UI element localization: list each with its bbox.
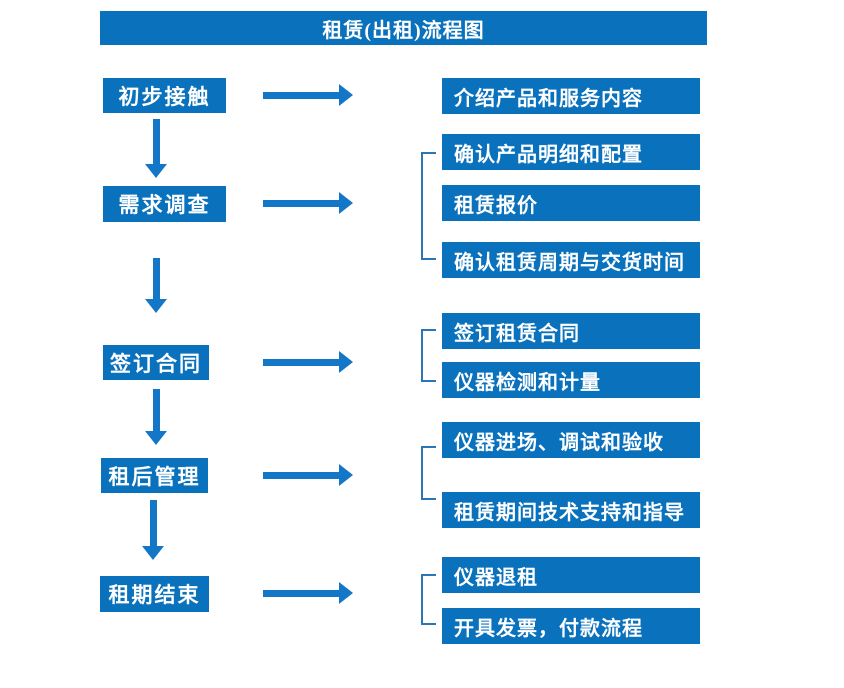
down-arrow bbox=[145, 389, 167, 445]
output-label: 仪器检测和计量 bbox=[454, 371, 601, 394]
step-label: 租后管理 bbox=[108, 464, 201, 489]
output-box: 确认产品明细和配置 bbox=[442, 134, 700, 170]
right-arrow bbox=[263, 464, 353, 486]
output-box: 租赁报价 bbox=[442, 185, 700, 221]
arrow-shaft bbox=[263, 589, 339, 597]
output-label: 仪器退租 bbox=[454, 566, 538, 589]
arrow-head bbox=[145, 299, 167, 313]
arrow-shaft bbox=[149, 500, 157, 546]
output-box: 开具发票，付款流程 bbox=[442, 608, 700, 644]
output-label: 租赁报价 bbox=[454, 194, 538, 217]
title-bar: 租赁(出租)流程图 bbox=[100, 11, 707, 45]
group-bracket bbox=[421, 446, 436, 500]
output-label: 介绍产品和服务内容 bbox=[454, 87, 643, 110]
arrow-head bbox=[339, 192, 353, 214]
arrow-head bbox=[145, 164, 167, 178]
arrow-head bbox=[145, 431, 167, 445]
output-label: 确认产品明细和配置 bbox=[454, 143, 643, 166]
step-box-2: 需求调查 bbox=[103, 186, 226, 222]
output-box: 仪器检测和计量 bbox=[442, 362, 700, 398]
arrow-shaft bbox=[263, 358, 339, 366]
group-bracket bbox=[421, 329, 436, 382]
output-label: 签订租赁合同 bbox=[454, 322, 580, 345]
group-bracket bbox=[421, 574, 436, 625]
right-arrow bbox=[263, 351, 353, 373]
arrow-shaft bbox=[263, 91, 339, 99]
output-box: 签订租赁合同 bbox=[442, 313, 700, 349]
arrow-shaft bbox=[152, 258, 160, 299]
down-arrow bbox=[145, 119, 167, 178]
output-box: 仪器进场、调试和验收 bbox=[442, 422, 700, 458]
right-arrow bbox=[263, 84, 353, 106]
down-arrow bbox=[142, 500, 164, 560]
output-label: 租赁期间技术支持和指导 bbox=[454, 501, 685, 524]
arrow-shaft bbox=[152, 119, 160, 164]
output-box: 仪器退租 bbox=[442, 557, 700, 593]
output-box: 租赁期间技术支持和指导 bbox=[442, 492, 700, 528]
arrow-shaft bbox=[263, 199, 339, 207]
step-box-3: 签订合同 bbox=[103, 345, 209, 380]
page-title: 租赁(出租)流程图 bbox=[322, 19, 485, 42]
arrow-shaft bbox=[263, 471, 339, 479]
step-box-1: 初步接触 bbox=[103, 78, 226, 113]
output-label: 开具发票，付款流程 bbox=[454, 617, 643, 640]
output-label: 确认租赁周期与交货时间 bbox=[454, 251, 685, 274]
output-box: 确认租赁周期与交货时间 bbox=[442, 242, 700, 278]
step-box-5: 租期结束 bbox=[100, 576, 209, 612]
step-label: 租期结束 bbox=[108, 583, 201, 607]
down-arrow bbox=[145, 258, 167, 313]
arrow-head bbox=[339, 351, 353, 373]
output-label: 仪器进场、调试和验收 bbox=[454, 431, 664, 454]
arrow-head bbox=[142, 546, 164, 560]
step-label: 需求调查 bbox=[118, 193, 211, 217]
arrow-head bbox=[339, 84, 353, 106]
step-box-4: 租后管理 bbox=[101, 458, 208, 493]
right-arrow bbox=[263, 582, 353, 604]
right-arrow bbox=[263, 192, 353, 214]
arrow-shaft bbox=[152, 389, 160, 431]
step-label: 初步接触 bbox=[118, 84, 211, 109]
arrow-head bbox=[339, 464, 353, 486]
output-box: 介绍产品和服务内容 bbox=[442, 78, 700, 114]
group-bracket bbox=[421, 152, 436, 260]
arrow-head bbox=[339, 582, 353, 604]
step-label: 签订合同 bbox=[110, 351, 202, 376]
